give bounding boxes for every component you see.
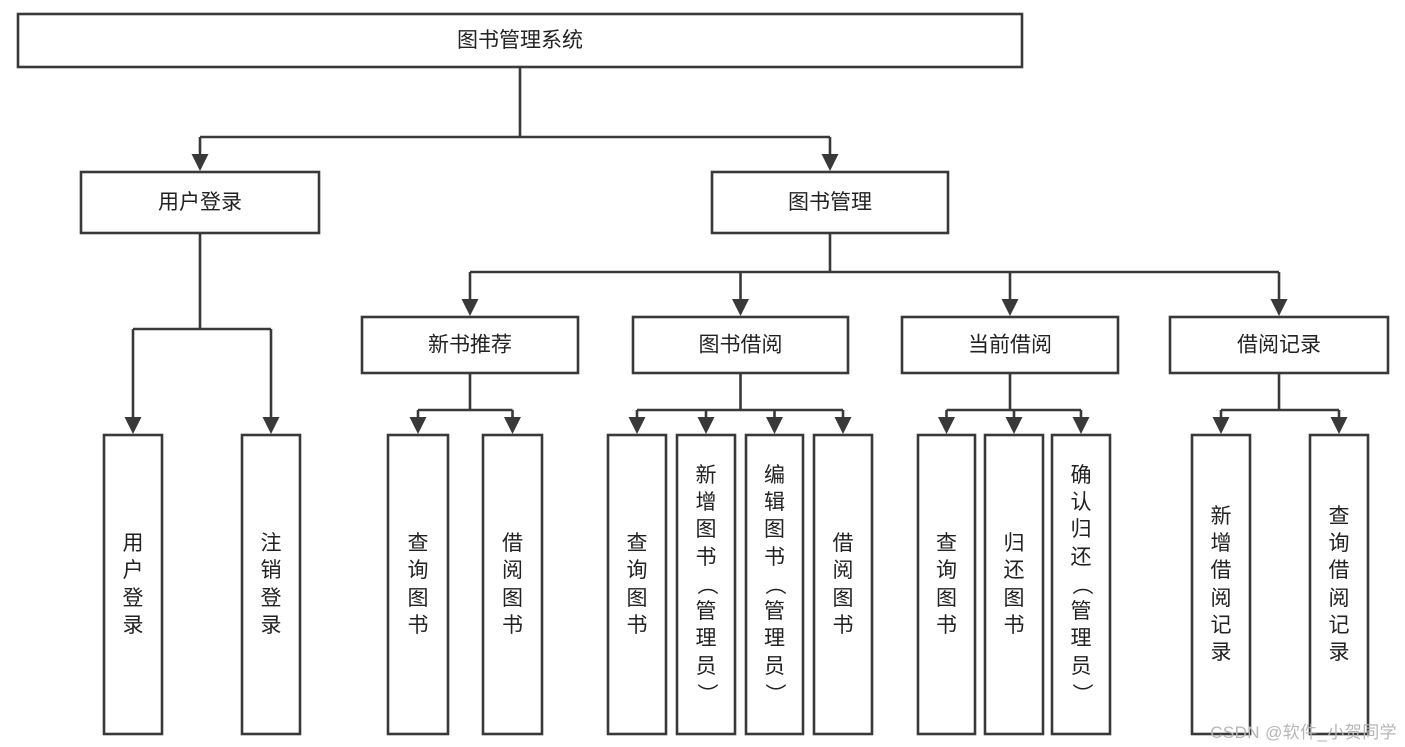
arrow-head-icon <box>262 417 280 434</box>
node-box-leaf-query-book-3[interactable] <box>916 433 977 736</box>
node-label-borrow-record: 借阅记录 <box>1237 334 1321 357</box>
node-box-new-book-recommend[interactable] <box>360 315 580 375</box>
node-box-root[interactable] <box>16 12 1024 69</box>
node-box-leaf-add-record[interactable] <box>1190 433 1252 736</box>
node-box-user-login[interactable] <box>79 170 321 235</box>
node-box-leaf-borrow-book-2[interactable] <box>812 433 874 736</box>
arrow-head-icon <box>821 154 839 171</box>
arrow-head-icon <box>124 417 142 434</box>
arrow-head-icon <box>628 417 646 434</box>
node-box-leaf-edit-book[interactable] <box>744 433 805 736</box>
arrow-head-icon <box>1330 417 1348 434</box>
node-box-borrow-record[interactable] <box>1168 315 1390 375</box>
arrow-head-icon <box>697 417 715 434</box>
arrow-head-icon <box>1270 299 1288 316</box>
node-box-leaf-user-login[interactable] <box>102 433 164 736</box>
node-label-user-login: 用户登录 <box>158 191 242 214</box>
arrow-head-icon <box>938 417 955 434</box>
node-box-leaf-logout[interactable] <box>240 433 302 736</box>
node-box-leaf-return-book[interactable] <box>983 433 1045 736</box>
arrow-head-icon <box>461 299 479 316</box>
node-label-current-borrow: 当前借阅 <box>968 334 1052 357</box>
node-box-book-manage[interactable] <box>710 170 950 235</box>
node-label-book-borrow: 图书借阅 <box>699 334 783 357</box>
node-label-new-book-recommend: 新书推荐 <box>428 334 512 357</box>
node-label-root: 图书管理系统 <box>457 29 583 52</box>
arrow-head-icon <box>409 417 427 434</box>
arrow-head-icon <box>834 417 852 434</box>
node-box-leaf-confirm-return[interactable] <box>1050 433 1112 736</box>
arrow-head-icon <box>191 154 209 171</box>
node-box-leaf-query-book-2[interactable] <box>606 433 668 736</box>
arrow-head-icon <box>504 417 521 434</box>
arrow-head-icon <box>1001 299 1019 316</box>
node-box-leaf-query-record[interactable] <box>1308 433 1370 736</box>
csdn-watermark: CSDN @软件_小贺同学 <box>1210 723 1397 742</box>
arrow-head-icon <box>1072 417 1090 434</box>
node-box-leaf-borrow-book-1[interactable] <box>481 433 544 736</box>
node-box-leaf-add-book[interactable] <box>675 433 737 736</box>
node-box-leaf-query-book-1[interactable] <box>386 433 450 736</box>
arrow-head-icon <box>1212 417 1230 434</box>
node-box-current-borrow[interactable] <box>900 315 1120 375</box>
arrow-head-icon <box>766 417 783 434</box>
node-label-book-manage: 图书管理 <box>788 191 872 214</box>
arrow-head-icon <box>732 299 749 316</box>
node-box-book-borrow[interactable] <box>631 315 850 375</box>
arrow-head-icon <box>1005 417 1023 434</box>
connector-layer <box>124 67 1348 434</box>
